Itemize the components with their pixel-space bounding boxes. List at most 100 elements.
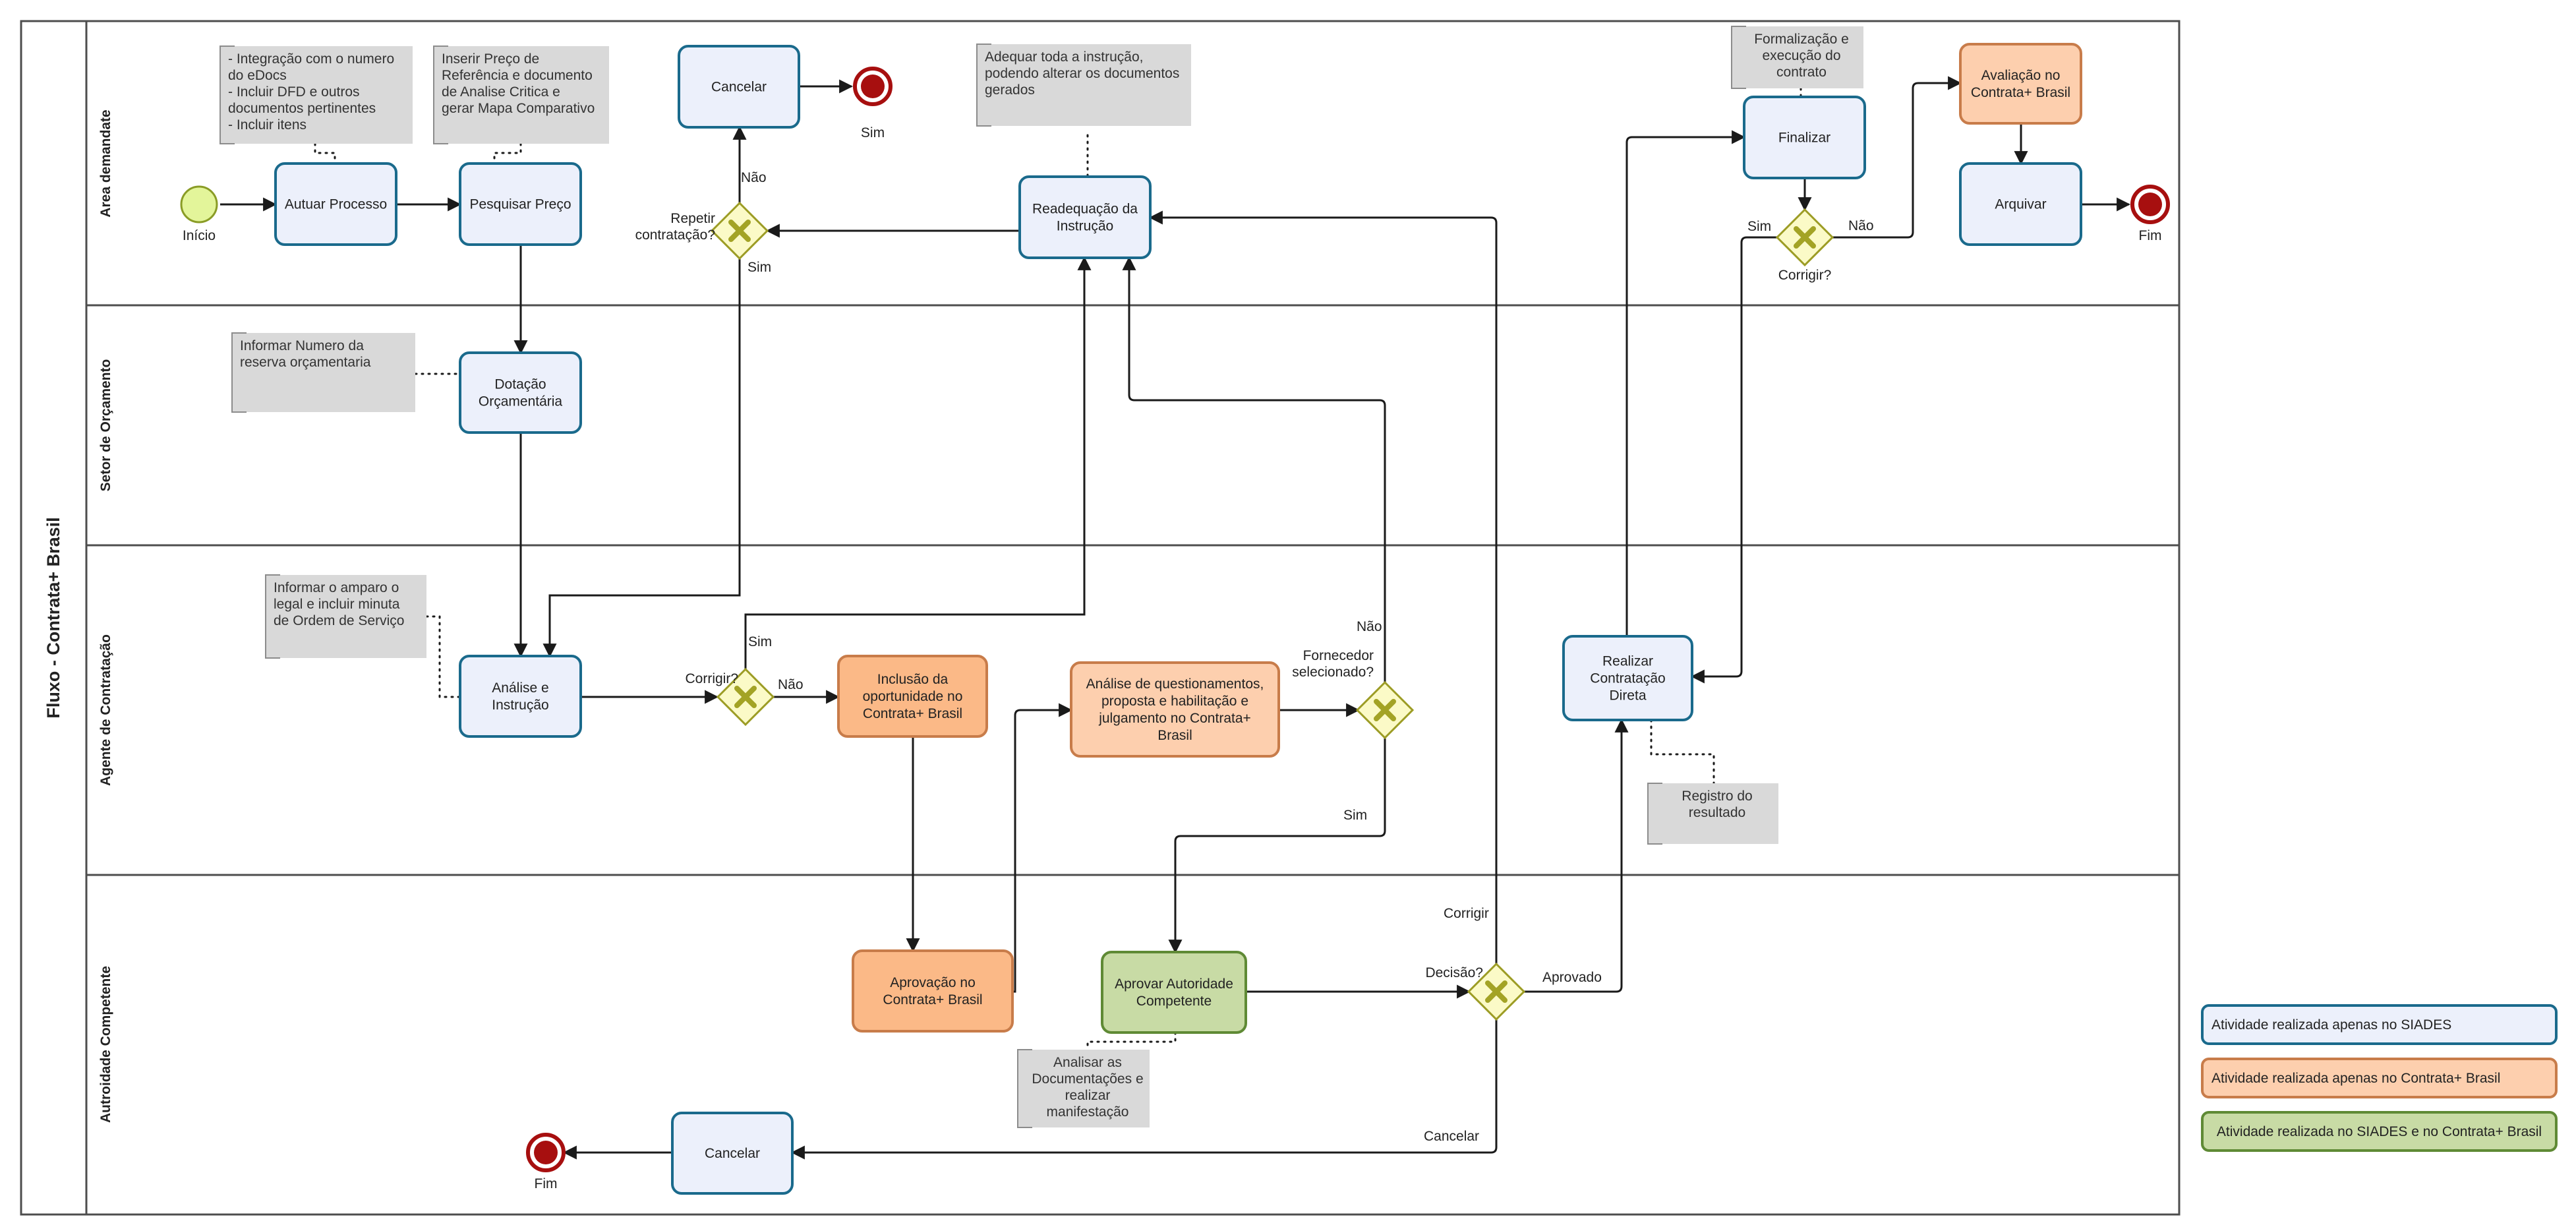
gateway-label-line: Corrigir?	[685, 671, 738, 686]
gateway-gw-decisao: Decisão?	[1425, 962, 1526, 1021]
gateway-x-icon	[734, 686, 757, 708]
task-analise-quest[interactable]: Análise de questionamentos,proposta e ha…	[1070, 661, 1280, 758]
note-bracket	[976, 44, 991, 127]
task-box[interactable]	[1562, 635, 1693, 721]
lane-title-agente: Agente de Contratação	[98, 634, 113, 786]
end-event-core	[534, 1141, 558, 1164]
legend: Atividade realizada apenas no SIADESAtiv…	[2201, 1004, 2558, 1152]
task-box[interactable]	[837, 655, 988, 738]
flow-label-nao-corrigir-top: Não	[1848, 218, 1874, 233]
end-event-core	[861, 75, 885, 98]
gateway-x-icon	[1794, 226, 1816, 249]
gateway-label-line: Decisão?	[1425, 965, 1483, 980]
task-label-line: julgamento no Contrata+	[1098, 711, 1251, 726]
note-text-line: - Incluir DFD e outros	[228, 84, 360, 100]
task-box[interactable]	[1959, 43, 2082, 125]
task-box[interactable]	[678, 45, 800, 129]
task-label-line: Análise de questionamentos,	[1086, 676, 1264, 692]
event-inicio: Início	[180, 185, 218, 243]
flow-corrigir-realizar	[1690, 236, 1778, 684]
gateway-x-icon	[1374, 699, 1396, 721]
start-event-icon	[180, 185, 218, 224]
task-box[interactable]	[1018, 175, 1152, 259]
task-label-line: Contratação	[1590, 671, 1665, 686]
task-label: Autuar Processo	[285, 197, 387, 212]
note-text-line: reserva orçamentaria	[240, 355, 371, 370]
note-text-line: contrato	[1776, 65, 1827, 80]
task-box[interactable]	[459, 655, 582, 738]
note-box	[1648, 783, 1778, 844]
legend-swatch	[2201, 1058, 2558, 1098]
task-box[interactable]	[1101, 951, 1247, 1034]
legend-swatch	[2201, 1111, 2558, 1152]
note-bracket	[1017, 1049, 1032, 1128]
lane-title-orcamento: Setor de Orçamento	[98, 359, 113, 492]
assoc-registro	[1650, 719, 1715, 785]
event-label: Fim	[535, 1176, 558, 1191]
event-label: Início	[183, 228, 216, 243]
task-finalizar[interactable]: Finalizar	[1743, 96, 1866, 179]
assoc-autuar	[314, 142, 336, 165]
task-box[interactable]	[1959, 162, 2082, 246]
task-box[interactable]	[459, 351, 582, 434]
task-label-line: Brasil	[1157, 728, 1192, 743]
task-pesquisar[interactable]: Pesquisar Preço	[459, 162, 582, 246]
note-text-line: resultado	[1689, 805, 1745, 820]
gateway-label-line: Corrigir?	[1778, 268, 1832, 283]
task-label-line: Análise e	[492, 680, 548, 696]
task-label: Cancelar	[705, 1146, 760, 1161]
gateway-label-line: Repetir	[670, 211, 715, 226]
task-autuar[interactable]: Autuar Processo	[274, 162, 397, 246]
task-box[interactable]	[459, 162, 582, 246]
flow-label-nao-cancelar: Não	[741, 170, 767, 185]
gateway-gw-corrigir-top: Corrigir?	[1775, 208, 1834, 283]
flow-corrigir-readequacao	[744, 256, 1092, 669]
task-label-line: Inclusão da	[877, 672, 949, 687]
task-cancelar-bottom[interactable]: Cancelar	[671, 1112, 794, 1195]
task-label-line: Pesquisar Preço	[469, 197, 571, 212]
note-text-line: realizar	[1065, 1088, 1111, 1103]
note-bracket	[1647, 783, 1662, 845]
task-label-line: Direta	[1609, 688, 1646, 704]
task-cancelar-top[interactable]: Cancelar	[678, 45, 800, 129]
note-box	[266, 575, 426, 658]
task-box[interactable]	[671, 1112, 794, 1195]
task-box[interactable]	[852, 949, 1014, 1033]
gateway-x-icon	[728, 220, 751, 242]
task-box[interactable]	[274, 162, 397, 246]
task-box[interactable]	[1743, 96, 1866, 179]
flow-label-sim-agente: Sim	[748, 634, 772, 649]
task-label-line: Aprovar Autoridade	[1115, 976, 1233, 992]
task-box[interactable]	[1070, 661, 1280, 758]
note-text-line: do eDocs	[228, 68, 287, 83]
legend-item-both: Atividade realizada no SIADES e no Contr…	[2201, 1111, 2558, 1152]
flow-label-nao-fornecedor: Não	[1357, 619, 1382, 634]
flow-realizar-finalizar	[1625, 130, 1746, 636]
gateway-label-line: selecionado?	[1292, 665, 1374, 680]
note-text-line: Informar o amparo o	[274, 580, 399, 595]
note-text-line: Formalização e	[1754, 32, 1849, 47]
task-arquivar[interactable]: Arquivar	[1959, 162, 2082, 246]
gateway-label-line: Fornecedor	[1303, 648, 1374, 663]
assoc-analise	[425, 615, 461, 698]
task-label-line: Contrata+ Brasil	[1971, 85, 2070, 100]
pool-title: Fluxo - Contrata+ Brasil	[44, 517, 63, 718]
